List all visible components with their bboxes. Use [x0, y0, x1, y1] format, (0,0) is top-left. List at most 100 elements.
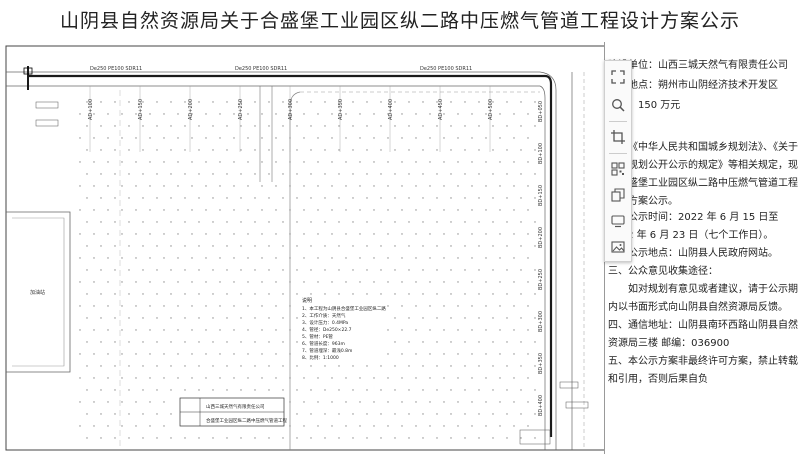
ground-dot: [296, 245, 298, 247]
ground-dot: [478, 221, 480, 223]
zoom-icon[interactable]: [608, 95, 628, 115]
ground-dot: [170, 149, 172, 151]
ground-dot: [338, 221, 340, 223]
ground-dot: [394, 173, 396, 175]
crop-icon[interactable]: [608, 127, 628, 147]
ground-dot: [506, 413, 508, 415]
title-block-company: 山西三城天然气有限责任公司: [206, 403, 265, 410]
ground-dot: [177, 377, 179, 379]
picture-icon[interactable]: [608, 237, 628, 257]
copy-icon[interactable]: [608, 185, 628, 205]
ground-dot: [513, 113, 515, 115]
ground-dot: [156, 341, 158, 343]
pipe-label: De250 PE100 SDR11: [90, 66, 142, 72]
ground-dot: [485, 137, 487, 139]
ground-dot: [450, 149, 452, 151]
ground-dot: [86, 149, 88, 151]
ground-dot: [275, 377, 277, 379]
intro-paragraph: 依照《中华人民共和国城乡规划法》、《关于城乡规划公开公示的规定》等相关规定，现对…: [608, 142, 798, 207]
ground-dot: [296, 317, 298, 319]
ground-dot: [128, 341, 130, 343]
ground-dot: [275, 137, 277, 139]
ground-dot: [128, 413, 130, 415]
ground-dot: [247, 329, 249, 331]
ground-dot: [527, 305, 529, 307]
ground-dot: [401, 425, 403, 427]
ground-dot: [499, 281, 501, 283]
ground-dot: [450, 293, 452, 295]
ground-dot: [128, 365, 130, 367]
ground-dot: [429, 305, 431, 307]
ground-dot: [408, 413, 410, 415]
ground-dot: [499, 137, 501, 139]
ground-dot: [401, 329, 403, 331]
ground-dot: [387, 233, 389, 235]
screen-icon[interactable]: [608, 211, 628, 231]
ground-dot: [387, 257, 389, 259]
expand-icon[interactable]: [608, 67, 628, 87]
ground-dot: [282, 221, 284, 223]
ground-dot: [373, 113, 375, 115]
ground-dot: [240, 221, 242, 223]
ground-dot: [359, 113, 361, 115]
ground-dot: [366, 173, 368, 175]
ground-dot: [380, 413, 382, 415]
ground-dot: [443, 281, 445, 283]
ground-dot: [373, 257, 375, 259]
ground-dot: [205, 233, 207, 235]
ground-dot: [233, 305, 235, 307]
ground-dot: [485, 329, 487, 331]
ground-dot: [303, 401, 305, 403]
ground-dot: [303, 233, 305, 235]
ground-dot: [177, 329, 179, 331]
ground-dot: [268, 149, 270, 151]
ground-dot: [492, 125, 494, 127]
ground-dot: [464, 437, 466, 439]
ground-dot: [534, 389, 536, 391]
ground-dot: [282, 269, 284, 271]
ground-dot: [177, 353, 179, 355]
ground-dot: [198, 389, 200, 391]
builder-value: 山西三城天然气有限责任公司: [658, 60, 788, 71]
ground-dot: [128, 269, 130, 271]
ground-dot: [205, 137, 207, 139]
ground-dot: [275, 113, 277, 115]
ground-dot: [366, 221, 368, 223]
qr-icon[interactable]: [608, 159, 628, 179]
ground-dot: [240, 101, 242, 103]
ground-dot: [520, 149, 522, 151]
ground-dot: [226, 173, 228, 175]
ground-dot: [422, 293, 424, 295]
ground-dot: [415, 161, 417, 163]
station-label: AD+400: [388, 99, 394, 120]
ground-dot: [170, 221, 172, 223]
ground-dot: [394, 413, 396, 415]
station-label: AD+300: [288, 99, 294, 120]
ground-dot: [478, 125, 480, 127]
ground-dot: [170, 245, 172, 247]
station-label: AD+200: [188, 99, 194, 120]
ground-dot: [338, 149, 340, 151]
ground-dot: [436, 341, 438, 343]
ground-dot: [457, 329, 459, 331]
ground-dot: [429, 281, 431, 283]
ground-dot: [520, 293, 522, 295]
ground-dot: [261, 329, 263, 331]
ground-dot: [163, 233, 165, 235]
ground-dot: [100, 197, 102, 199]
ground-dot: [534, 317, 536, 319]
ground-dot: [212, 365, 214, 367]
ground-dot: [93, 377, 95, 379]
ground-dot: [380, 173, 382, 175]
ground-dot: [443, 353, 445, 355]
ground-dot: [506, 149, 508, 151]
ground-dot: [142, 149, 144, 151]
ground-dot: [499, 425, 501, 427]
ground-dot: [128, 293, 130, 295]
ground-dot: [415, 281, 417, 283]
ground-dot: [303, 425, 305, 427]
ground-dot: [296, 341, 298, 343]
ground-dot: [226, 197, 228, 199]
ground-dot: [128, 221, 130, 223]
ground-dot: [422, 341, 424, 343]
